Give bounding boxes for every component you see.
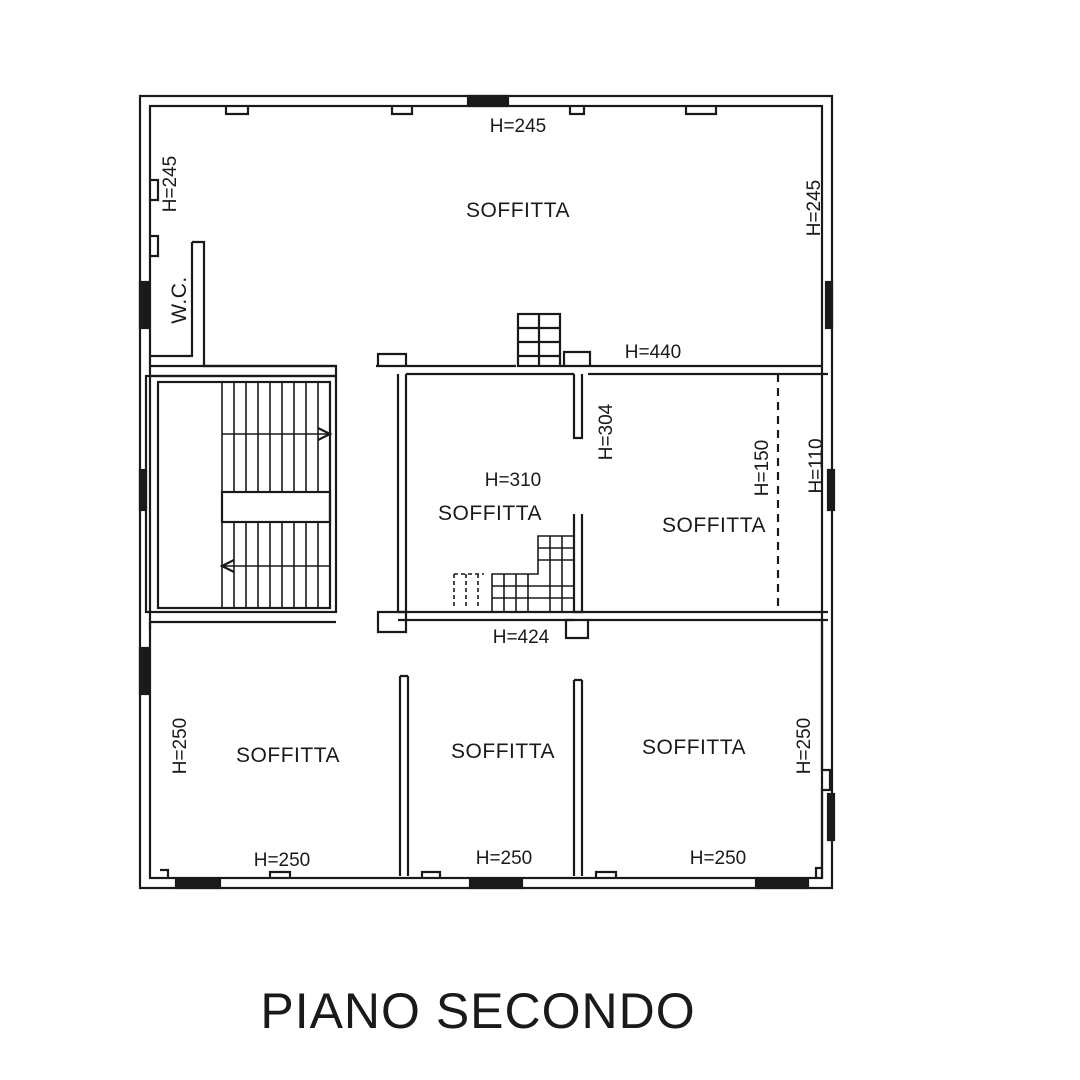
left-mid-window bbox=[138, 468, 148, 512]
top-wall-notches bbox=[224, 106, 718, 116]
height-lower-corridor: H=424 bbox=[493, 627, 550, 648]
bottom-window-mid bbox=[468, 878, 524, 890]
lower-partition-left bbox=[398, 674, 410, 876]
height-left-bottom: H=250 bbox=[170, 718, 191, 775]
stairwell bbox=[144, 374, 338, 614]
stairwell-steps bbox=[221, 382, 330, 608]
room-label-top: SOFFITTA bbox=[466, 199, 570, 222]
bottom-window-right bbox=[754, 878, 810, 890]
center-partition bbox=[572, 374, 584, 614]
lower-partition-right bbox=[572, 678, 584, 876]
height-center-partition: H=304 bbox=[596, 403, 617, 460]
center-room-pillar-left bbox=[376, 610, 408, 634]
height-left-top: H=245 bbox=[160, 156, 181, 213]
height-bottom-middle: H=250 bbox=[476, 848, 533, 869]
stair-arrow-down bbox=[219, 559, 235, 573]
height-top-wall: H=245 bbox=[490, 116, 547, 137]
center-room-walls bbox=[396, 374, 828, 622]
height-bottom-right: H=250 bbox=[690, 848, 747, 869]
room-label-wc: W.C. bbox=[168, 276, 191, 324]
right-lower-wall bbox=[820, 620, 832, 878]
height-right-top: H=245 bbox=[804, 180, 825, 237]
top-window bbox=[466, 94, 510, 108]
room-label-center: SOFFITTA bbox=[438, 502, 542, 525]
center-stair bbox=[453, 535, 575, 613]
stair-landing bbox=[220, 490, 332, 524]
bottom-wall-notches bbox=[160, 866, 822, 878]
left-lower-window bbox=[138, 646, 150, 696]
room-label-bottom-right: SOFFITTA bbox=[642, 736, 746, 759]
upper-corridor-wall bbox=[150, 364, 338, 378]
stairwell-inner bbox=[156, 380, 332, 610]
room-label-bottom-left: SOFFITTA bbox=[236, 744, 340, 767]
upper-corridor-wall-2 bbox=[376, 350, 822, 368]
height-right-bottom: H=250 bbox=[794, 718, 815, 775]
bottom-window-left bbox=[174, 878, 222, 890]
stair-arrow-up bbox=[317, 427, 333, 441]
room-label-right: SOFFITTA bbox=[662, 514, 766, 537]
right-upper-window bbox=[824, 280, 834, 330]
room-label-bottom-middle: SOFFITTA bbox=[451, 740, 555, 763]
height-right-wall: H=110 bbox=[806, 438, 827, 493]
right-lower-window bbox=[826, 792, 836, 842]
left-window bbox=[138, 280, 150, 330]
lower-left-wall-detail bbox=[148, 620, 336, 630]
height-center-room: H=310 bbox=[485, 470, 542, 491]
height-upper-corridor: H=440 bbox=[625, 342, 682, 363]
left-wall-notches bbox=[150, 178, 160, 258]
right-mid-window bbox=[826, 468, 836, 512]
floor-title: PIANO SECONDO bbox=[260, 983, 695, 1039]
height-right-dashed: H=150 bbox=[752, 440, 773, 497]
small-stair-top-steps bbox=[518, 314, 560, 366]
height-bottom-left: H=250 bbox=[254, 850, 311, 871]
center-room-pillar-right bbox=[564, 618, 590, 640]
